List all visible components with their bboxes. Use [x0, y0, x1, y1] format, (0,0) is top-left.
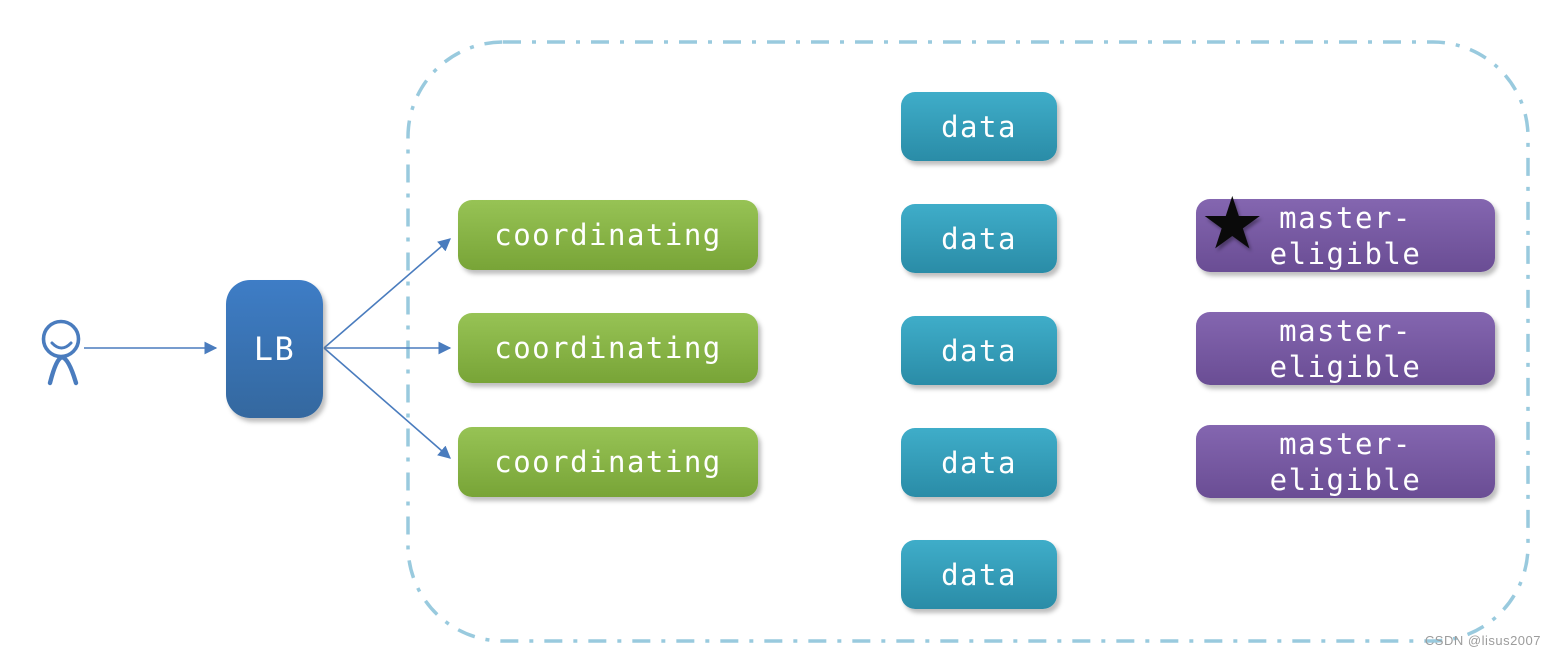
master-node-label-line2: eligible	[1269, 236, 1422, 271]
coordinating-node-1: coordinating	[458, 200, 758, 270]
data-node-1: data	[901, 92, 1057, 161]
data-node-label: data	[941, 557, 1017, 592]
user-icon-smile	[50, 341, 73, 350]
master-node-label-line1: master-	[1279, 313, 1412, 348]
coordinating-node-3: coordinating	[458, 427, 758, 497]
user-icon-head	[41, 319, 81, 359]
lb-node: LB	[226, 280, 323, 418]
coordinating-node-label: coordinating	[494, 218, 722, 252]
connector-arrows	[84, 238, 452, 459]
master-node-label-line2: eligible	[1269, 462, 1422, 497]
master-eligible-node-3: master- eligible	[1196, 425, 1495, 498]
master-node-label-line1: master-	[1279, 426, 1412, 461]
master-star-icon: ★	[1200, 181, 1265, 265]
master-eligible-node-1: ★ master- eligible	[1196, 187, 1495, 272]
coordinating-node-2: coordinating	[458, 313, 758, 383]
data-node-label: data	[941, 445, 1017, 480]
user-icon-body	[47, 354, 79, 386]
data-node-label: data	[941, 109, 1017, 144]
data-node-label: data	[941, 221, 1017, 256]
master-node-label-line1: master-	[1279, 200, 1412, 235]
data-node-4: data	[901, 428, 1057, 497]
data-node-label: data	[941, 333, 1017, 368]
coordinating-node-label: coordinating	[494, 331, 722, 365]
coordinating-node-label: coordinating	[494, 445, 722, 479]
user-icon	[41, 319, 81, 386]
master-eligible-node-2: master- eligible	[1196, 312, 1495, 385]
data-node-5: data	[901, 540, 1057, 609]
arrow-lb-to-coordinating-1	[323, 238, 451, 349]
master-node-label-line2: eligible	[1269, 349, 1422, 384]
cluster-boundary	[406, 40, 1530, 643]
watermark-text: CSDN @lisus2007	[1424, 633, 1541, 648]
arrow-lb-to-coordinating-3	[323, 347, 451, 459]
data-node-2: data	[901, 204, 1057, 273]
lb-node-label: LB	[253, 330, 296, 368]
data-node-3: data	[901, 316, 1057, 385]
